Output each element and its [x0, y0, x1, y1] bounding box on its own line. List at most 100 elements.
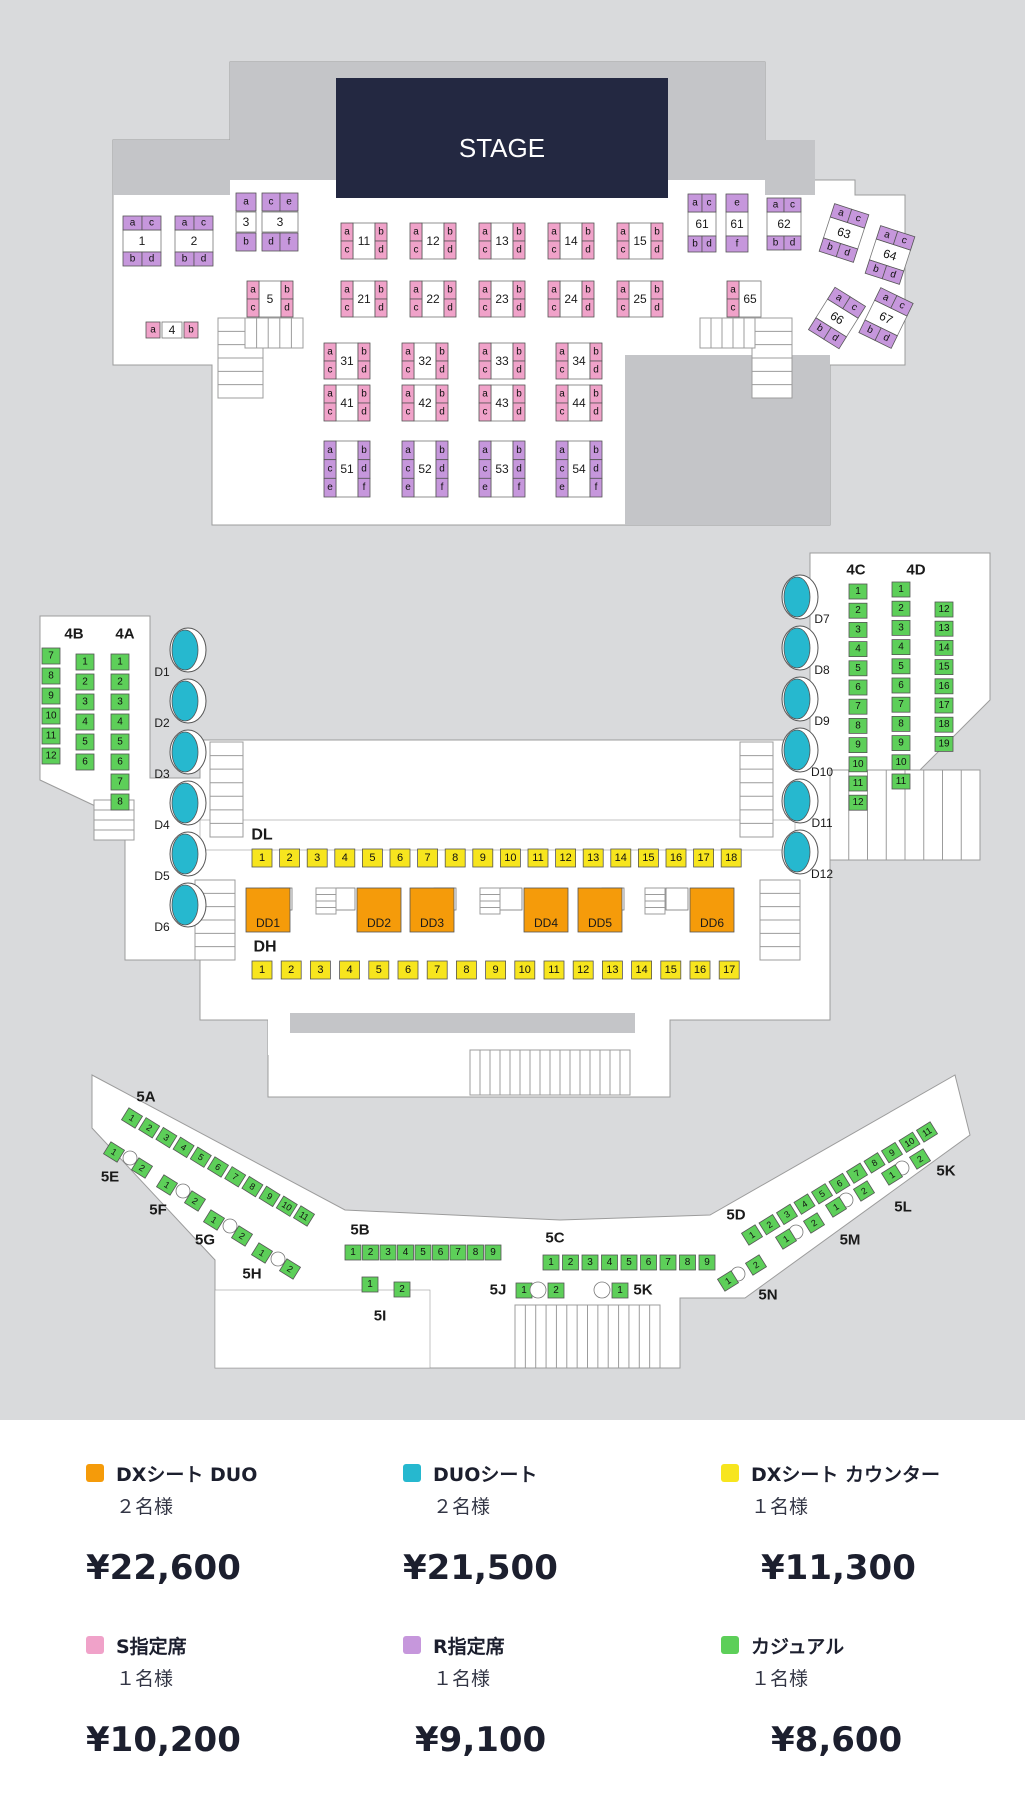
seat-5x[interactable]: 2 — [744, 1254, 768, 1276]
counter-seat-dl[interactable]: 15 — [638, 848, 659, 868]
seat-a[interactable]: a — [340, 222, 354, 242]
seat-4c[interactable]: 2 — [848, 602, 868, 619]
seat-c[interactable]: c — [555, 360, 569, 380]
seat-5a[interactable]: 5 — [189, 1146, 212, 1168]
seat-4a[interactable]: 4 — [75, 713, 95, 731]
seat-d[interactable]: d — [650, 298, 664, 318]
seat-d[interactable]: d — [374, 240, 388, 260]
seat-c[interactable]: c — [409, 240, 423, 260]
seat-e[interactable]: e — [725, 193, 749, 213]
seat-4c[interactable]: 4 — [848, 641, 868, 657]
seat-5x[interactable]: 1 — [202, 1209, 226, 1231]
seat-4a[interactable]: 5 — [110, 733, 130, 751]
seat-b[interactable]: b — [435, 384, 449, 404]
seat-a[interactable]: a — [616, 222, 630, 242]
seat-4a[interactable]: 2 — [75, 673, 95, 691]
seat-e[interactable]: e — [401, 477, 415, 498]
seat-5b[interactable]: 3 — [379, 1244, 397, 1261]
counter-seat-dl[interactable]: 8 — [444, 848, 466, 868]
seat-d[interactable]: d — [650, 240, 664, 260]
seat-d[interactable]: d — [512, 240, 526, 260]
seat-c[interactable]: c — [141, 215, 162, 231]
seat-a[interactable]: a — [478, 342, 492, 362]
seat-b[interactable]: b — [443, 280, 457, 300]
seat-5x[interactable]: 1 — [824, 1196, 848, 1218]
seat-5x[interactable]: 1 — [250, 1242, 274, 1264]
seat-a[interactable]: a — [478, 222, 492, 242]
seat-c[interactable]: c — [478, 298, 492, 318]
seat-f[interactable]: f — [357, 477, 371, 498]
seat-b[interactable]: b — [589, 440, 603, 461]
seat-c[interactable]: c — [401, 360, 415, 380]
seat-5b[interactable]: 8 — [467, 1244, 484, 1261]
seat-b[interactable]: b — [183, 321, 199, 339]
seat-f[interactable]: f — [512, 477, 526, 498]
seat-5b[interactable]: 5 — [414, 1244, 432, 1261]
seat-a[interactable]: a — [409, 280, 423, 300]
seat-c[interactable]: c — [401, 402, 415, 422]
counter-seat-dl[interactable]: 7 — [417, 848, 439, 868]
seat-5x[interactable]: 2 — [908, 1148, 932, 1170]
counter-seat-dl[interactable]: 13 — [582, 848, 604, 868]
seat-d[interactable]: d — [512, 298, 526, 318]
seat-4d[interactable]: 14 — [934, 640, 954, 656]
seat-d[interactable]: d — [581, 240, 595, 260]
seat-4a[interactable]: 6 — [110, 753, 130, 771]
counter-seat-dl[interactable]: 1 — [251, 848, 273, 868]
seat-d[interactable]: d — [357, 459, 371, 479]
seat-b[interactable]: b — [766, 235, 785, 251]
counter-seat-dl[interactable]: 14 — [610, 848, 632, 868]
seat-c[interactable]: c — [478, 402, 492, 422]
seat-4b[interactable]: 9 — [41, 687, 61, 705]
seat-a[interactable]: a — [547, 222, 561, 242]
seat-d[interactable]: d — [512, 459, 526, 479]
seat-b[interactable]: b — [280, 280, 294, 300]
seat-b[interactable]: b — [357, 342, 371, 362]
seat-c[interactable]: c — [783, 197, 802, 213]
seat-5j[interactable]: 1 — [515, 1282, 533, 1299]
seat-a[interactable]: a — [555, 384, 569, 404]
seat-c[interactable]: c — [323, 360, 337, 380]
seat-5x[interactable]: 2 — [130, 1157, 154, 1179]
seat-5b[interactable]: 2 — [362, 1244, 379, 1261]
seat-4d[interactable]: 19 — [934, 736, 954, 752]
seat-b[interactable]: b — [581, 280, 595, 300]
seat-f[interactable]: f — [725, 235, 749, 253]
seat-b[interactable]: b — [687, 235, 703, 253]
seat-5d[interactable]: 11 — [915, 1121, 939, 1143]
counter-seat-dh[interactable]: 8 — [455, 960, 477, 980]
seat-5a[interactable]: 9 — [258, 1185, 281, 1208]
seat-c[interactable]: c — [547, 298, 561, 318]
seat-f[interactable]: f — [435, 477, 449, 498]
seat-4a[interactable]: 3 — [75, 693, 95, 711]
seat-4d[interactable]: 18 — [934, 716, 954, 733]
seat-4b[interactable]: 8 — [41, 667, 61, 685]
seat-c[interactable]: c — [340, 298, 354, 318]
seat-a[interactable]: a — [323, 440, 337, 461]
seat-a[interactable]: a — [478, 384, 492, 404]
seat-b[interactable]: b — [589, 384, 603, 404]
seat-4d[interactable]: 17 — [934, 697, 954, 714]
counter-seat-dh[interactable]: 3 — [309, 960, 331, 980]
seat-d[interactable]: d — [512, 360, 526, 380]
counter-seat-dl[interactable]: 16 — [665, 848, 687, 868]
counter-seat-dl[interactable]: 2 — [279, 848, 301, 868]
seat-5c[interactable]: 2 — [562, 1254, 579, 1271]
counter-seat-dl[interactable]: 3 — [306, 848, 328, 868]
counter-seat-dh[interactable]: 17 — [718, 960, 740, 980]
seat-5b[interactable]: 4 — [397, 1244, 414, 1261]
seat-a[interactable]: a — [323, 384, 337, 404]
seat-5b[interactable]: 9 — [484, 1244, 502, 1261]
counter-seat-dh[interactable]: 6 — [397, 960, 419, 980]
seat-5c[interactable]: 8 — [679, 1254, 696, 1271]
seat-5c[interactable]: 6 — [640, 1254, 657, 1271]
dx-duo-seat[interactable] — [577, 887, 623, 933]
seat-5b[interactable]: 7 — [449, 1244, 467, 1261]
seat-4c[interactable]: 9 — [848, 737, 868, 753]
seat-5x[interactable]: 1 — [716, 1270, 740, 1292]
seat-d[interactable]: d — [357, 360, 371, 380]
seat-5c[interactable]: 7 — [659, 1254, 677, 1271]
seat-b[interactable]: b — [374, 280, 388, 300]
seat-5k[interactable]: 1 — [611, 1282, 629, 1299]
dx-duo-seat[interactable] — [523, 887, 569, 933]
